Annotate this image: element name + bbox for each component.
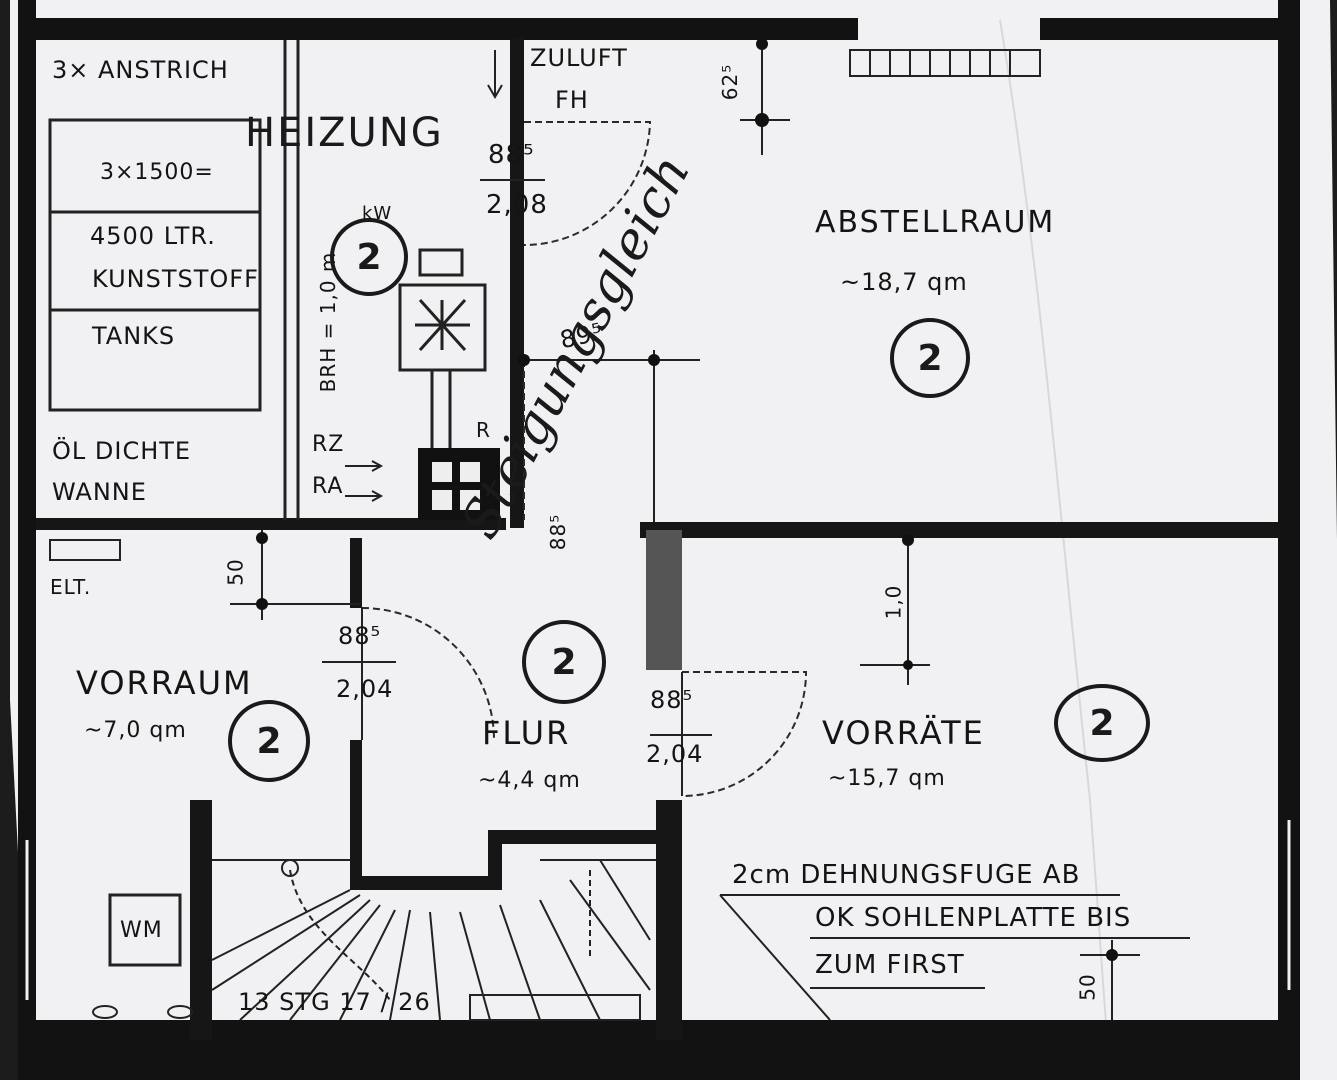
expansion-joint-line-1: 2cm DEHNUNGSFUGE AB (732, 860, 1081, 890)
vorraete-area: ~15,7 qm (828, 766, 946, 791)
dimension-dots (256, 38, 1118, 961)
tank-volume-label: 3×1500= (100, 160, 214, 185)
dim-50-left: 50 (223, 558, 248, 586)
flur-marker: 2 (522, 620, 606, 704)
anstrich-label: 3× ANSTRICH (52, 56, 229, 84)
vorraum-label: VORRAUM (76, 664, 253, 702)
floor-drain-2 (167, 1005, 193, 1019)
vorraete-label: VORRÄTE (822, 714, 985, 752)
stairs (211, 859, 656, 1021)
door-heizung-width: 88⁵ (488, 140, 535, 170)
opening-flur-dim: 88⁵ (546, 513, 571, 551)
outer-walls (18, 0, 1300, 1080)
rz-label: RZ (312, 432, 345, 457)
expansion-joint-line-2: OK SOHLENPLATTE BIS (815, 903, 1132, 933)
door-heizung-height: 2,08 (486, 190, 548, 220)
stairs-label: 13 STG 17 / 26 (238, 988, 431, 1016)
dim-625: 62⁵ (718, 63, 743, 101)
elt-box (49, 539, 121, 561)
zuluft-arrow (487, 50, 503, 99)
floor-drain (92, 1005, 118, 1019)
elt-label: ELT. (50, 575, 92, 599)
tank-total-label: 4500 LTR. (90, 222, 216, 250)
washing-machine (108, 893, 182, 967)
vorraum-area: ~7,0 qm (84, 718, 187, 743)
oel-dichte-label: ÖL DICHTE (52, 437, 192, 465)
abstellraum-marker: 2 (890, 318, 970, 398)
vorraete-marker: 2 (1054, 684, 1150, 762)
tank-material-label: KUNSTSTOFF (92, 265, 259, 293)
expansion-joint-lines (719, 894, 1190, 1021)
wanne-label: WANNE (52, 478, 147, 506)
dim-50-right: 50 (1075, 973, 1100, 1001)
vorraum-marker: 2 (228, 700, 310, 782)
expansion-joint-line-3: ZUM FIRST (815, 950, 965, 980)
dim-10: 1,0 (881, 584, 906, 620)
wm-label: WM (120, 918, 163, 943)
tank-outline (48, 40, 300, 520)
tanks-label: TANKS (92, 322, 176, 350)
door-vorraum-width: 88⁵ (338, 622, 382, 650)
door-vorraete-width: 88⁵ (650, 686, 694, 714)
pipe-arrows (345, 460, 384, 502)
ra-label: RA (312, 474, 344, 499)
abstellraum-label: ABSTELLRAUM (815, 205, 1056, 240)
flur-area: ~4,4 qm (478, 768, 581, 793)
dimension-lines (230, 40, 1140, 1020)
door-swings (361, 121, 808, 797)
inner-walls (36, 38, 1280, 1040)
radiator (849, 49, 1041, 77)
fh-label: FH (555, 86, 589, 114)
chimney (418, 448, 500, 520)
heizung-handwritten-label: HEIZUNG (245, 110, 444, 156)
r-label: R (476, 418, 491, 442)
heizung-marker: 2 (330, 218, 408, 296)
zuluft-label: ZULUFT (530, 44, 628, 72)
door-vorraum-height: 2,04 (336, 675, 394, 703)
abstellraum-area: ~18,7 qm (840, 268, 968, 296)
door-vorraete-height: 2,04 (646, 740, 704, 768)
flur-label: FLUR (482, 714, 571, 752)
